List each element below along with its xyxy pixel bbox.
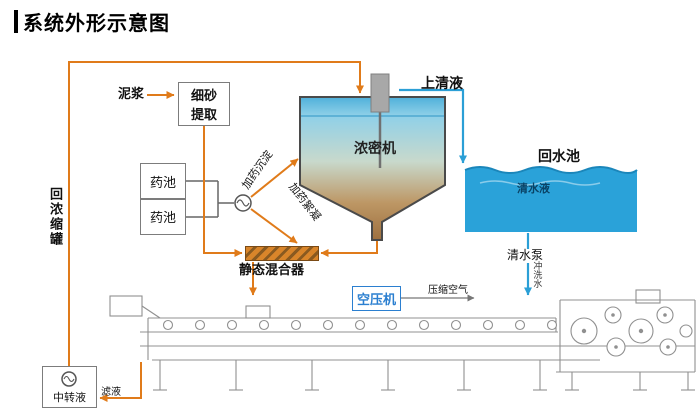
chem-pool-connectors xyxy=(186,180,234,218)
chem-pool-label-1: 药池 xyxy=(149,176,176,191)
return-concentrate-tank-label: 回浓缩罐 xyxy=(46,187,62,247)
thickener-tank xyxy=(299,73,446,241)
page-title-text: 系统外形示意图 xyxy=(23,11,170,35)
static-mixer-label: 静态混合器 xyxy=(239,263,305,278)
sand-extraction-label-2: 提取 xyxy=(190,108,217,123)
compressed-air-label: 压缩空气 xyxy=(428,285,468,296)
clear-water-label: 清水液 xyxy=(517,182,550,195)
flush-water-label: 冲洗水 xyxy=(531,261,542,288)
slurry-label: 泥浆 xyxy=(118,87,145,102)
static-mixer-graphic xyxy=(245,246,319,261)
chem-pool-box-2: 药池 xyxy=(140,198,186,235)
chem-pool-label-2: 药池 xyxy=(149,211,176,226)
sand-extraction-label-1: 细砂 xyxy=(190,89,217,104)
stirrer-motor xyxy=(370,73,390,113)
belt-filter-press-drawing xyxy=(109,289,696,391)
title-accent-bar xyxy=(14,10,18,33)
air-compressor-box: 空压机 xyxy=(352,286,401,311)
dosing-pump-symbol xyxy=(234,194,252,212)
transfer-pump-symbol xyxy=(61,371,77,387)
transfer-liquid-box: 中转液 xyxy=(42,366,97,408)
clear-water-pump-label: 清水泵 xyxy=(505,248,546,263)
air-compressor-label: 空压机 xyxy=(356,293,396,308)
return-pool-label: 回水池 xyxy=(538,149,580,165)
supernatant-label: 上清液 xyxy=(421,76,463,92)
blue-flow-lines xyxy=(399,88,532,296)
chem-pool-box-1: 药池 xyxy=(140,163,186,200)
thickener-label: 浓密机 xyxy=(354,141,396,157)
filtrate-label: 滤液 xyxy=(101,387,121,398)
orange-flow-lines xyxy=(68,61,378,402)
sand-extraction-box: 细砂 提取 xyxy=(178,82,230,126)
machine-legs xyxy=(153,360,695,391)
return-water-pool xyxy=(464,166,638,232)
transfer-liquid-label: 中转液 xyxy=(53,391,86,404)
page-title: 系统外形示意图 xyxy=(14,7,170,36)
